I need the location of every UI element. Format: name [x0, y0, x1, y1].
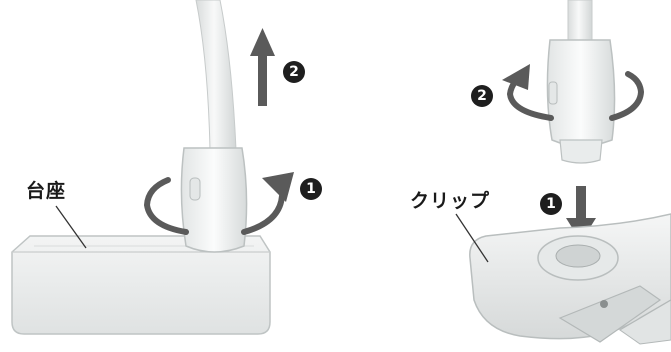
base-stand-assembly: [12, 0, 294, 334]
flexible-arm: [196, 0, 236, 150]
clip: [470, 214, 671, 344]
step-marker-right-2: 2: [471, 85, 493, 107]
step-marker-right-1: 1: [540, 193, 562, 215]
step-marker-left-1: 1: [300, 178, 322, 200]
clip-label: クリップ: [410, 186, 490, 213]
joint-collar: [181, 148, 246, 252]
rotate-arrow-left: [147, 180, 186, 232]
flexible-arm-right: [568, 0, 592, 40]
pull-up-arrow: [250, 28, 275, 106]
step-marker-left-2: 2: [283, 61, 305, 83]
base-label: 台座: [26, 176, 66, 203]
clip-assembly: [456, 0, 671, 344]
collar-button: [190, 178, 200, 200]
